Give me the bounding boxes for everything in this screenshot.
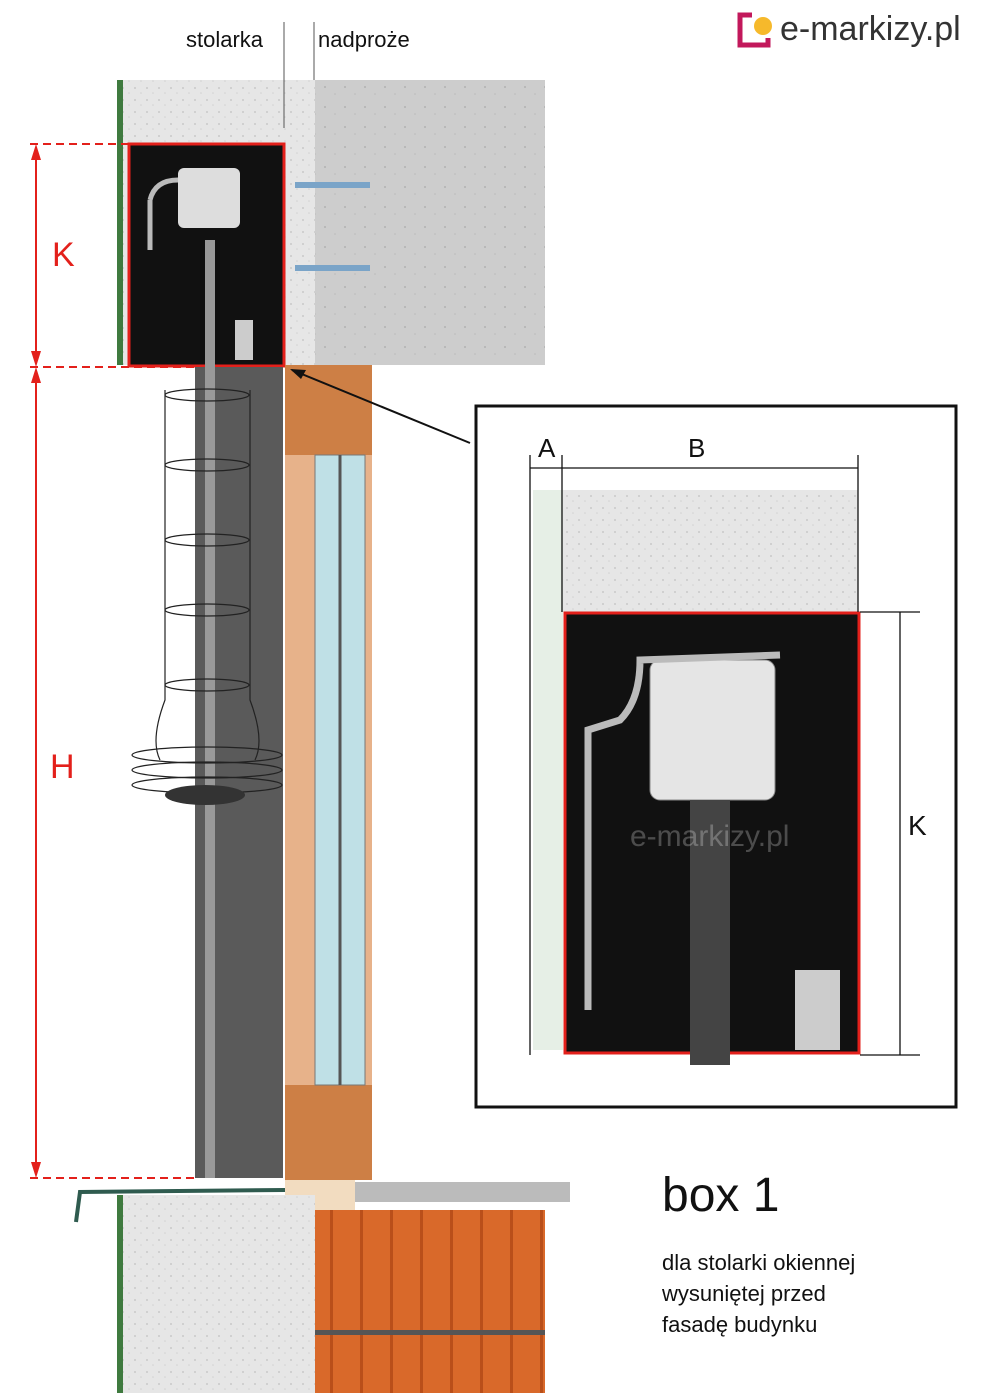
dimension-k-label: K <box>52 236 75 274</box>
inset-b-label: B <box>688 433 706 463</box>
inset-watermark: e-markizy.pl <box>630 820 790 853</box>
caption-line-3: fasadę budynku <box>662 1312 818 1337</box>
sill-wall <box>74 1180 570 1393</box>
logo-text: e-markizy.pl <box>780 10 961 48</box>
inset-k-label: K <box>908 810 927 841</box>
label-nadproze: nadproże <box>318 27 410 52</box>
dimension-lines <box>30 143 195 1179</box>
label-stolarka: stolarka <box>186 27 264 52</box>
inset-a-label: A <box>538 433 556 463</box>
window-frame <box>285 365 372 1180</box>
logo-icon <box>737 12 772 48</box>
dimension-h-label: H <box>50 748 75 786</box>
screen-fabric <box>131 240 283 1178</box>
callout-line <box>291 369 471 444</box>
caption-line-1: dla stolarki okiennej <box>662 1250 856 1275</box>
caption-title: box 1 <box>662 1169 780 1222</box>
caption-line-2: wysuniętej przed <box>662 1281 826 1306</box>
detail-inset <box>474 404 958 1109</box>
